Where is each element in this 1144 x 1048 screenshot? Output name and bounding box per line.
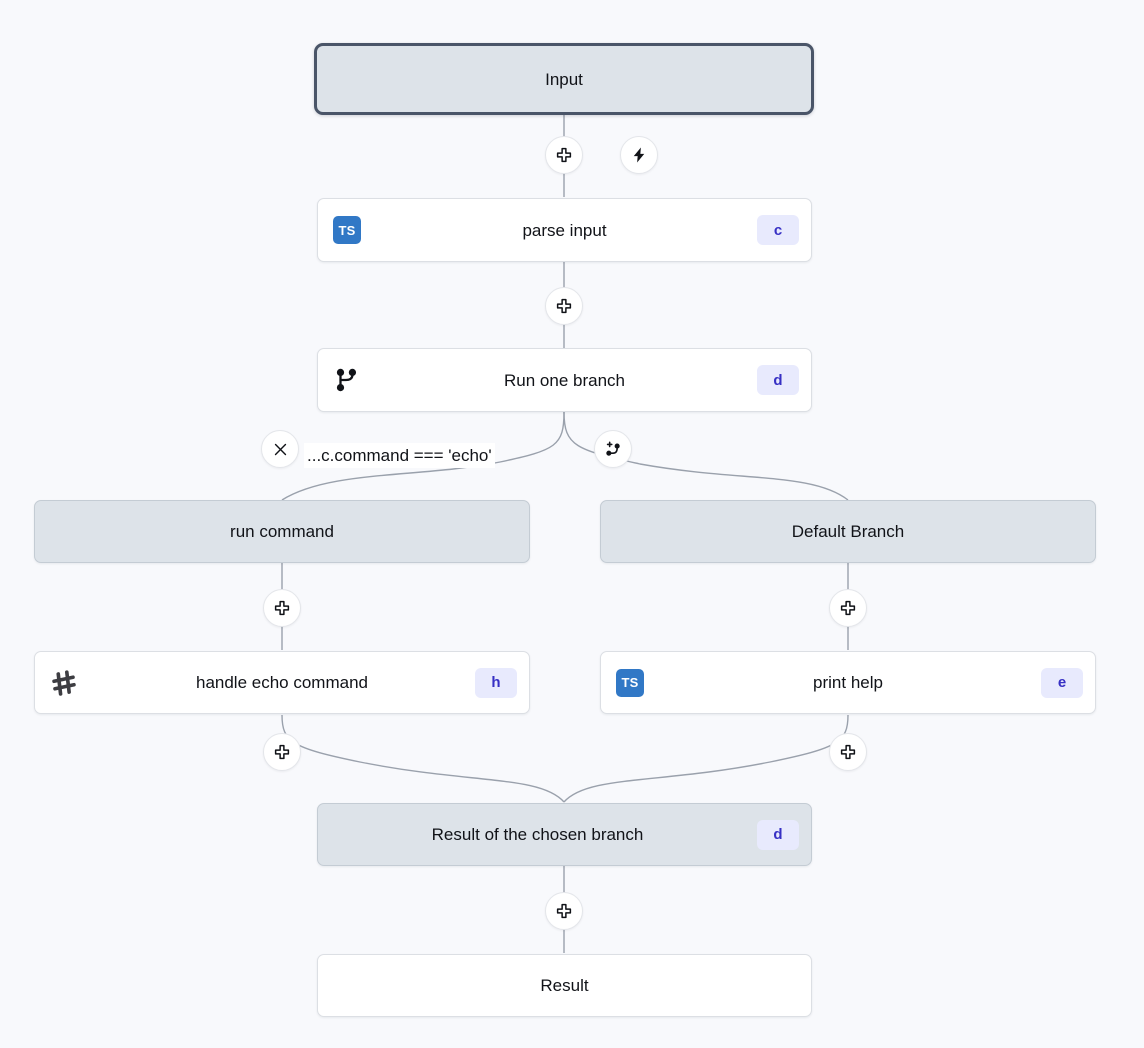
plus-icon [556, 903, 572, 919]
node-handle-echo-command-label: handle echo command [195, 673, 368, 692]
node-handle-echo-command[interactable]: handle echo command h [34, 651, 530, 714]
node-result[interactable]: Result [317, 954, 812, 1017]
shortcut-badge-run-one-branch[interactable]: d [757, 365, 799, 395]
node-input[interactable]: Input [314, 43, 814, 115]
node-run-command[interactable]: run command [34, 500, 530, 563]
add-step-button-input-to-parse[interactable] [545, 136, 583, 174]
add-step-button-print-help-to-result[interactable] [829, 733, 867, 771]
plus-icon [274, 744, 290, 760]
node-print-help[interactable]: TS print help e [600, 651, 1096, 714]
add-step-button-default-to-print-help[interactable] [829, 589, 867, 627]
node-input-label: Input [545, 69, 583, 89]
plus-icon [556, 147, 572, 163]
shortcut-badge-result-of-chosen-branch[interactable]: d [757, 819, 799, 850]
add-step-button-result-branch-to-result[interactable] [545, 892, 583, 930]
edge-handle-to-result [281, 714, 565, 803]
lightning-bolt-icon [633, 147, 645, 163]
add-step-button-run-command-to-handle[interactable] [263, 589, 301, 627]
typescript-icon: TS [615, 668, 645, 698]
plus-icon [840, 600, 856, 616]
node-print-help-label: print help [813, 673, 883, 692]
add-step-button-parse-to-branch[interactable] [545, 287, 583, 325]
add-step-button-handle-to-result[interactable] [263, 733, 301, 771]
node-result-label: Result [540, 976, 589, 995]
git-branch-plus-icon [606, 441, 620, 456]
typescript-icon: TS [332, 215, 362, 245]
remove-branch-button[interactable] [261, 430, 299, 468]
add-branch-button[interactable] [594, 430, 632, 468]
close-x-icon [274, 443, 286, 455]
bash-hash-icon [49, 668, 79, 698]
node-result-of-chosen-branch[interactable]: Result of the chosen branch d [317, 803, 812, 866]
node-run-one-branch-label: Run one branch [504, 370, 625, 390]
branch-condition-label[interactable]: ...c.command === 'echo' [304, 443, 495, 468]
shortcut-badge-print-help[interactable]: e [1041, 667, 1083, 698]
git-branch-icon [332, 365, 362, 395]
node-run-one-branch[interactable]: Run one branch d [317, 348, 812, 412]
node-run-command-label: run command [230, 522, 334, 541]
shortcut-badge-parse-input[interactable]: c [757, 215, 799, 245]
plus-icon [556, 298, 572, 314]
plus-icon [840, 744, 856, 760]
edge-print-help-to-result [563, 714, 849, 803]
shortcut-badge-handle-echo-command[interactable]: h [475, 667, 517, 698]
trigger-button[interactable] [620, 136, 658, 174]
node-parse-input-label: parse input [522, 220, 607, 240]
node-result-of-chosen-branch-label: Result of the chosen branch [431, 825, 644, 844]
node-default-branch-label: Default Branch [791, 522, 905, 541]
node-parse-input[interactable]: TS parse input c [317, 198, 812, 262]
node-default-branch[interactable]: Default Branch [600, 500, 1096, 563]
plus-icon [274, 600, 290, 616]
